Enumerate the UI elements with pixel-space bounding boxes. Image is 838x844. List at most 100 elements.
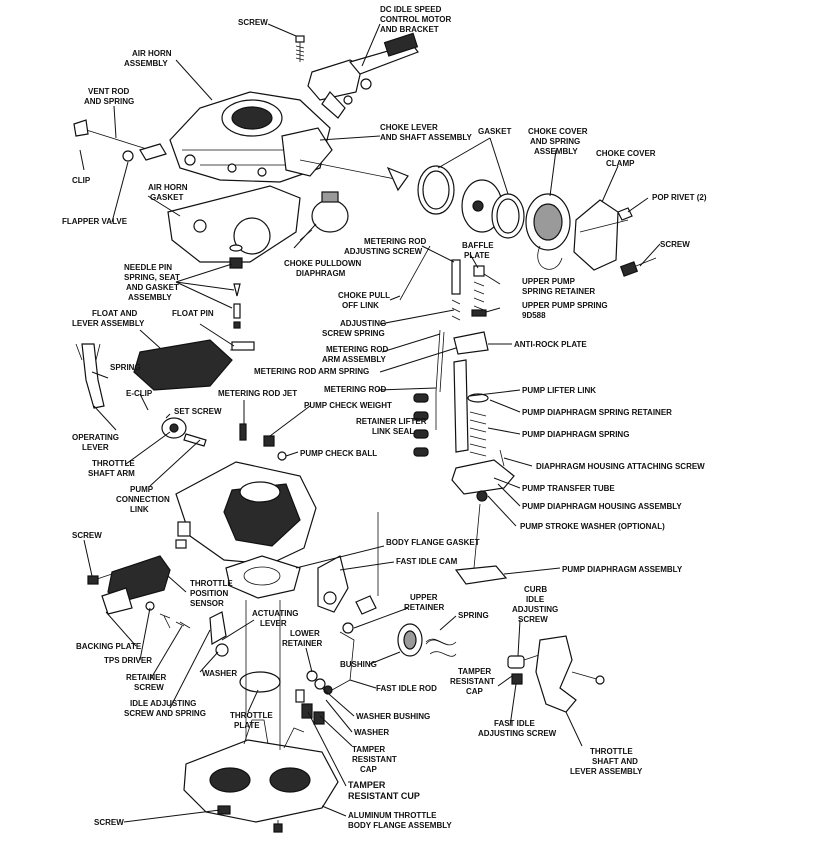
label-adjusting-screw-spring: ADJUSTING SCREW SPRING bbox=[322, 319, 388, 338]
fast-idle-cam-part bbox=[317, 555, 377, 615]
main-body-part bbox=[175, 423, 317, 565]
label-spring-left: SPRING bbox=[110, 363, 141, 372]
spring-bushing-part bbox=[397, 623, 457, 657]
lifter-link-seals-part bbox=[413, 393, 429, 457]
label-washer-left: WASHER bbox=[202, 669, 237, 678]
operating-lever-part bbox=[75, 343, 105, 409]
pump-spring-housing-part bbox=[451, 393, 515, 502]
label-washer-bushing: WASHER BUSHING bbox=[356, 712, 430, 721]
label-tamper-resistant-cap-mid: TAMPER RESISTANT CAP bbox=[352, 745, 399, 774]
label-metering-rod-arm-assembly: METERING ROD ARM ASSEMBLY bbox=[322, 345, 390, 364]
float-part bbox=[133, 339, 255, 391]
label-clip: CLIP bbox=[72, 176, 91, 185]
label-baffle-plate: BAFFLE PLATE bbox=[462, 241, 496, 260]
label-choke-pulldown: CHOKE PULLDOWN DIAPHRAGM bbox=[284, 259, 364, 278]
label-throttle-position-sensor: THROTTLE POSITION SENSOR bbox=[190, 579, 235, 608]
label-fast-idle-cam: FAST IDLE CAM bbox=[396, 557, 458, 566]
label-metering-rod: METERING ROD bbox=[324, 385, 386, 394]
actuating-lever-part bbox=[209, 611, 229, 657]
label-needle-pin: NEEDLE PIN SPRING, SEAT AND GASKET ASSEM… bbox=[124, 263, 182, 302]
label-choke-cover-clamp: CHOKE COVER CLAMP bbox=[596, 149, 658, 168]
label-fast-idle-rod: FAST IDLE ROD bbox=[376, 684, 437, 693]
label-gasket: GASKET bbox=[478, 127, 511, 136]
label-pump-diaphragm-spring-retainer: PUMP DIAPHRAGM SPRING RETAINER bbox=[522, 408, 672, 417]
top-screw-part bbox=[295, 35, 305, 62]
air-horn-gasket-part bbox=[167, 185, 301, 263]
leader-lines bbox=[79, 23, 661, 823]
label-diaphragm-housing-screw: DIAPHRAGM HOUSING ATTACHING SCREW bbox=[536, 462, 705, 471]
label-pump-diaphragm-assembly: PUMP DIAPHRAGM ASSEMBLY bbox=[562, 565, 683, 574]
label-pump-lifter-link: PUMP LIFTER LINK bbox=[522, 386, 596, 395]
label-vent-rod: VENT ROD AND SPRING bbox=[84, 87, 134, 106]
body-flange-gasket-part bbox=[225, 555, 301, 599]
parts-artwork bbox=[73, 32, 657, 833]
label-operating-lever: OPERATING LEVER bbox=[72, 433, 121, 452]
needle-pin-part bbox=[229, 244, 243, 329]
label-pump-check-weight: PUMP CHECK WEIGHT bbox=[304, 401, 392, 410]
pump-lifter-link-part bbox=[453, 359, 469, 453]
choke-cover-part bbox=[525, 193, 571, 270]
label-screw-left: SCREW bbox=[72, 531, 102, 540]
label-screw-bottom: SCREW bbox=[94, 818, 124, 827]
label-pump-connection-link: PUMP CONNECTION LINK bbox=[116, 485, 172, 514]
label-air-horn-assembly: AIR HORN ASSEMBLY bbox=[124, 49, 174, 68]
label-upper-retainer: UPPER RETAINER bbox=[404, 593, 445, 612]
label-spring-mid: SPRING bbox=[458, 611, 489, 620]
label-metering-rod-adj-screw: METERING ROD ADJUSTING SCREW bbox=[344, 237, 428, 256]
label-screw-top: SCREW bbox=[238, 18, 268, 27]
vent-rod-part bbox=[73, 119, 167, 162]
label-upper-pump-spring: UPPER PUMP SPRING 9D588 bbox=[522, 301, 610, 320]
label-choke-lever: CHOKE LEVER AND SHAFT ASSEMBLY bbox=[380, 123, 473, 142]
label-washer-mid: WASHER bbox=[354, 728, 389, 737]
label-pump-transfer-tube: PUMP TRANSFER TUBE bbox=[522, 484, 615, 493]
label-tamper-resistant-cap-right: TAMPER RESISTANT CAP bbox=[450, 667, 497, 696]
pump-diaphragm-part bbox=[454, 503, 508, 585]
label-body-flange-gasket: BODY FLANGE GASKET bbox=[386, 538, 480, 547]
callout-labels: SCREW DC IDLE SPEED CONTROL MOTOR AND BR… bbox=[62, 5, 707, 830]
label-tps-driver: TPS DRIVER bbox=[104, 656, 152, 665]
anti-rock-plate-part bbox=[453, 331, 489, 355]
label-float-lever: FLOAT AND LEVER ASSEMBLY bbox=[72, 309, 145, 328]
label-metering-rod-jet: METERING ROD JET bbox=[218, 389, 297, 398]
label-throttle-shaft-lever: THROTTLE SHAFT AND LEVER ASSEMBLY bbox=[570, 747, 643, 776]
dc-idle-motor-part bbox=[307, 32, 419, 119]
label-lower-retainer: LOWER RETAINER bbox=[282, 629, 323, 648]
label-air-horn-gasket: AIR HORN GASKET bbox=[148, 183, 190, 202]
label-throttle-plate: THROTTLE PLATE bbox=[230, 711, 275, 730]
label-choke-pull-off: CHOKE PULL OFF LINK bbox=[338, 291, 392, 310]
choke-pulldown-part bbox=[299, 191, 349, 241]
throttle-shaft-arm-part bbox=[161, 417, 207, 447]
label-actuating-lever: ACTUATING LEVER bbox=[252, 609, 301, 628]
throttle-shaft-lever-part bbox=[535, 635, 605, 713]
label-bushing: BUSHING bbox=[340, 660, 377, 669]
label-flapper-valve: FLAPPER VALVE bbox=[62, 217, 128, 226]
label-retainer-lifter: RETAINER LIFTER LINK SEAL bbox=[356, 417, 429, 436]
label-anti-rock-plate: ANTI-ROCK PLATE bbox=[514, 340, 587, 349]
label-backing-plate: BACKING PLATE bbox=[76, 642, 142, 651]
label-dc-idle: DC IDLE SPEED CONTROL MOTOR AND BRACKET bbox=[380, 5, 454, 34]
choke-cover-clamp-part bbox=[573, 199, 633, 271]
label-throttle-shaft-arm: THROTTLE SHAFT ARM bbox=[88, 459, 137, 478]
label-pop-rivet: POP RIVET (2) bbox=[652, 193, 707, 202]
label-pump-stroke-washer: PUMP STROKE WASHER (OPTIONAL) bbox=[520, 522, 665, 531]
label-screw-right: SCREW bbox=[660, 240, 690, 249]
label-aluminum-throttle-body: ALUMINUM THROTTLE BODY FLANGE ASSEMBLY bbox=[348, 811, 452, 830]
curb-idle-part bbox=[507, 653, 543, 685]
choke-lever-part bbox=[281, 127, 409, 192]
label-float-pin: FLOAT PIN bbox=[172, 309, 214, 318]
label-retainer-screw: RETAINER SCREW bbox=[126, 673, 169, 692]
label-fast-idle-adjusting-screw: FAST IDLE ADJUSTING SCREW bbox=[478, 719, 557, 738]
label-pump-diaphragm-housing: PUMP DIAPHRAGM HOUSING ASSEMBLY bbox=[522, 502, 682, 511]
tps-part bbox=[87, 555, 191, 629]
throttle-body-part bbox=[183, 689, 339, 833]
label-e-clip: E-CLIP bbox=[126, 389, 153, 398]
right-screw-part bbox=[619, 257, 657, 277]
fast-idle-rod-part bbox=[331, 622, 355, 691]
label-tamper-resistant-cup: TAMPER RESISTANT CUP bbox=[348, 780, 420, 801]
label-idle-adjusting-screw: IDLE ADJUSTING SCREW AND SPRING bbox=[124, 699, 206, 718]
label-pump-check-ball: PUMP CHECK BALL bbox=[300, 449, 377, 458]
label-metering-rod-arm-spring: METERING ROD ARM SPRING bbox=[254, 367, 369, 376]
label-choke-cover-spring: CHOKE COVER AND SPRING ASSEMBLY bbox=[528, 127, 590, 156]
label-set-screw: SET SCREW bbox=[174, 407, 222, 416]
